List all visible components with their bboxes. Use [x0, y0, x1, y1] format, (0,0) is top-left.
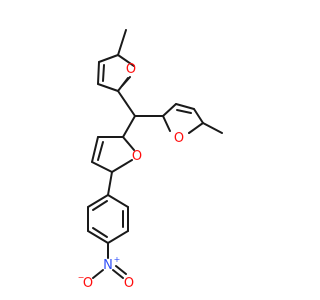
positive-charge-label: + — [114, 255, 121, 264]
oxygen-atom-label: O — [132, 149, 142, 164]
methylfuran-top — [97, 29, 136, 117]
nitrogen-atom-label: N — [103, 258, 113, 273]
oxygen-atom-label: O — [174, 131, 184, 146]
oxygen-atom-label: O — [124, 276, 134, 291]
molecule-structure: O O O N — [78, 29, 223, 291]
oxygen-atom-label: O — [126, 62, 136, 77]
nitro-group — [92, 265, 127, 279]
negative-charge-label: − — [78, 273, 85, 282]
benzene-ring — [87, 194, 129, 259]
methylfuran-right — [134, 103, 223, 134]
oxygen-atom-label: O — [83, 276, 93, 291]
furan-middle — [91, 115, 136, 196]
